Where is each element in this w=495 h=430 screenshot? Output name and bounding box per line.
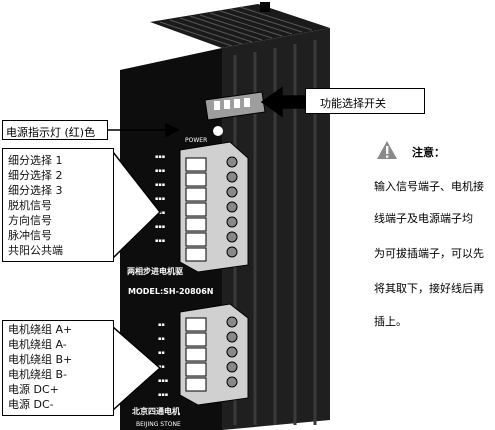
note-line: 为可拔插端子，可以先 <box>374 247 484 260</box>
svg-text:▪▪▪: ▪▪▪ <box>158 378 168 384</box>
svg-text:▪▪▪: ▪▪▪ <box>155 182 165 188</box>
motor-label: 电机绕组 B+ <box>8 353 73 366</box>
signal-label: 脱机信号 <box>8 199 52 212</box>
motor-label: 电机绕组 A+ <box>8 323 73 336</box>
signal-label-box: 细分选择 1 细分选择 2 细分选择 3 脱机信号 方向信号 脉冲信号 共阳公共… <box>2 148 114 262</box>
signal-label: 细分选择 1 <box>8 154 63 167</box>
svg-text:▪▪▪: ▪▪▪ <box>155 154 165 160</box>
signal-connector <box>179 141 249 273</box>
note-line: 输入信号端子、电机接 <box>374 180 484 193</box>
function-switch-callout: 功能选择开关 <box>305 88 425 114</box>
svg-text:▪▪: ▪▪ <box>158 364 165 370</box>
power-label: POWER <box>185 137 207 144</box>
svg-text:▪▪▪: ▪▪▪ <box>155 210 165 216</box>
power-indicator-callout: 电源指示灯 (红)色 <box>2 120 108 140</box>
model-cn: 两相步进电机驱 <box>127 266 183 276</box>
signal-label: 方向信号 <box>8 214 52 227</box>
top-screw <box>260 2 270 12</box>
heatsink-top <box>150 4 330 48</box>
note-line: 将其取下，接好线后再 <box>374 282 484 295</box>
heatsink-fins <box>159 6 313 47</box>
svg-text:▪▪▪: ▪▪▪ <box>155 238 165 244</box>
svg-text:▪▪: ▪▪ <box>158 336 165 342</box>
motor-label: 电机绕组 A- <box>8 338 67 351</box>
signal-label: 共阳公共端 <box>8 244 63 257</box>
power-led <box>213 126 223 136</box>
maker-cn: 北京四通电机 <box>132 406 180 416</box>
function-switch-label: 功能选择开关 <box>320 97 386 110</box>
warning-icon <box>377 141 397 159</box>
signal-label: 细分选择 2 <box>8 169 63 182</box>
power-indicator-label: 电源指示灯 (红)色 <box>6 126 96 139</box>
note-line: 插上。 <box>374 315 407 328</box>
function-switch-block <box>204 91 266 121</box>
svg-text:▪▪▪: ▪▪▪ <box>155 224 165 230</box>
motor-connector <box>179 303 249 406</box>
maker-en: BEIJING STONE <box>136 421 181 428</box>
model-number: MODEL:SH-20806N <box>128 287 213 296</box>
svg-text:▪▪▪: ▪▪▪ <box>155 196 165 202</box>
motor-label-box: 电机绕组 A+ 电机绕组 A- 电机绕组 B+ 电机绕组 B- 电源 DC+ 电… <box>2 320 114 416</box>
motor-label: 电源 DC- <box>8 398 54 411</box>
signal-label: 脉冲信号 <box>8 229 52 242</box>
svg-text:▪▪: ▪▪ <box>158 350 165 356</box>
svg-text:▪▪▪: ▪▪▪ <box>155 168 165 174</box>
svg-text:▪▪: ▪▪ <box>158 322 165 328</box>
motor-label: 电源 DC+ <box>8 383 59 396</box>
svg-text:▪▪▪: ▪▪▪ <box>158 392 168 398</box>
signal-label: 细分选择 3 <box>8 184 63 197</box>
note-line: 线端子及电源端子均 <box>374 212 473 225</box>
note-title: 注意： <box>412 146 445 159</box>
motor-label: 电机绕组 B- <box>8 368 68 381</box>
